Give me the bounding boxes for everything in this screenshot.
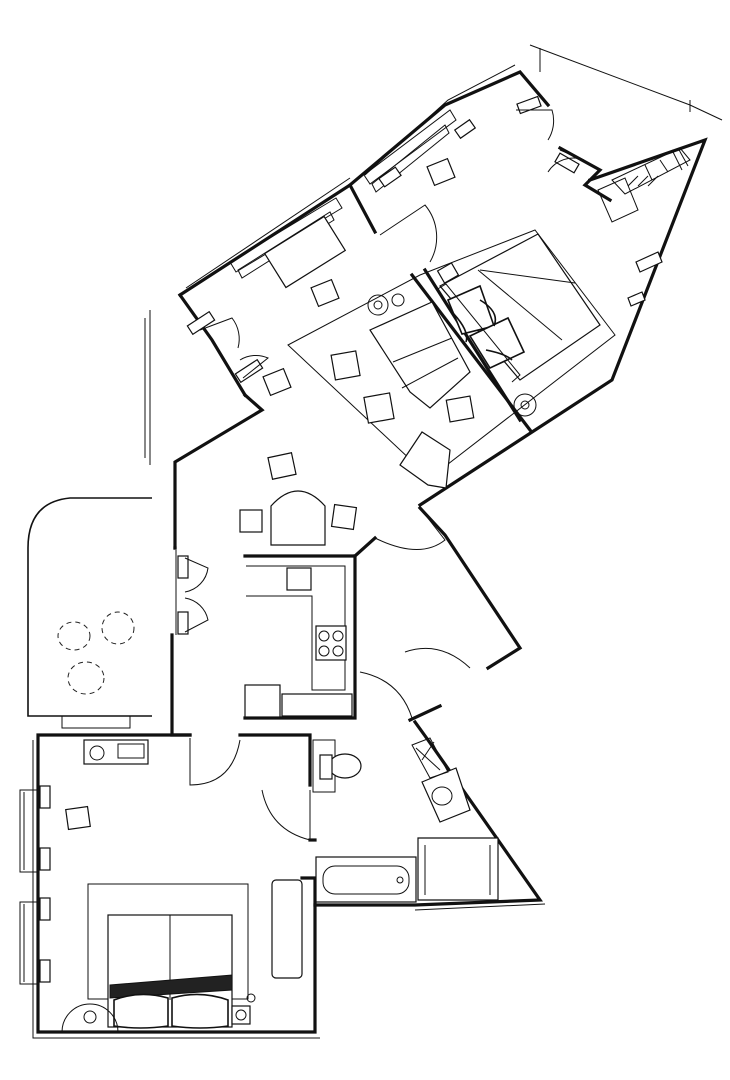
nightstand xyxy=(231,1005,251,1025)
sink xyxy=(286,567,312,591)
blanket-fold xyxy=(109,974,233,999)
fridge xyxy=(244,684,281,718)
nightstand xyxy=(436,262,460,284)
radiator xyxy=(516,95,542,115)
shelf xyxy=(627,291,646,307)
door-swing xyxy=(516,109,555,141)
stool xyxy=(310,278,340,308)
nightstand-lamp xyxy=(513,393,537,417)
burner xyxy=(318,630,330,642)
balcony-chair xyxy=(67,661,105,695)
door-swing xyxy=(359,671,413,719)
bathtub xyxy=(315,856,417,903)
pillow xyxy=(171,993,229,1029)
shower xyxy=(417,837,499,901)
door-swing xyxy=(547,149,585,173)
radiator xyxy=(39,785,51,809)
chair xyxy=(65,805,91,831)
toilet-tank xyxy=(319,754,333,780)
radiator xyxy=(39,959,51,983)
tv-cabinet xyxy=(263,215,347,289)
counter xyxy=(281,693,353,717)
burner xyxy=(332,645,344,657)
kitchen xyxy=(244,565,353,718)
door-swing xyxy=(261,789,311,841)
balcony-chair xyxy=(101,611,135,645)
armchair xyxy=(262,367,292,397)
dining-chair xyxy=(267,452,297,480)
wardrobe xyxy=(611,147,691,195)
pillow xyxy=(113,993,169,1029)
door-swing xyxy=(404,647,471,669)
bathroom xyxy=(312,737,499,903)
nightstand-lamp xyxy=(83,1010,97,1024)
sofa xyxy=(369,301,471,409)
radiator xyxy=(39,847,51,871)
radiator xyxy=(177,611,189,635)
wardrobe xyxy=(271,879,303,979)
balcony xyxy=(27,497,152,729)
exterior-walls xyxy=(36,70,708,1034)
lower-bedroom xyxy=(61,739,303,1033)
door-swing xyxy=(184,597,209,633)
dining-area xyxy=(239,452,358,546)
shelf xyxy=(635,251,663,273)
door-swing xyxy=(189,738,241,786)
hatching xyxy=(627,147,689,187)
armchair xyxy=(399,431,451,489)
door-swing xyxy=(184,557,209,593)
doors xyxy=(184,109,585,841)
door-swing xyxy=(374,507,446,550)
door-swing xyxy=(239,354,269,379)
balcony-chair xyxy=(57,621,91,651)
radiator xyxy=(234,358,264,384)
living-room xyxy=(262,157,616,489)
radiator xyxy=(453,118,477,140)
upper-bedroom xyxy=(435,147,691,417)
coffee-table xyxy=(445,395,475,423)
radiator xyxy=(177,555,189,579)
burner xyxy=(318,645,330,657)
burner xyxy=(332,630,344,642)
coffee-table-left xyxy=(330,350,361,381)
toilet-icon xyxy=(328,753,362,779)
wall-outlines xyxy=(32,44,723,1039)
lamp xyxy=(367,294,389,316)
door-swing xyxy=(379,204,438,263)
radiator xyxy=(378,166,402,188)
door-swing xyxy=(199,317,240,349)
washing-machine xyxy=(411,737,449,779)
side-table xyxy=(426,157,456,187)
dining-chair xyxy=(330,503,358,531)
radiator xyxy=(39,897,51,921)
coffee-table xyxy=(363,392,395,424)
plant-icon xyxy=(391,293,405,307)
radiator xyxy=(186,310,216,336)
radiators xyxy=(39,95,580,983)
dining-table xyxy=(270,490,326,546)
dining-chair xyxy=(239,509,263,533)
